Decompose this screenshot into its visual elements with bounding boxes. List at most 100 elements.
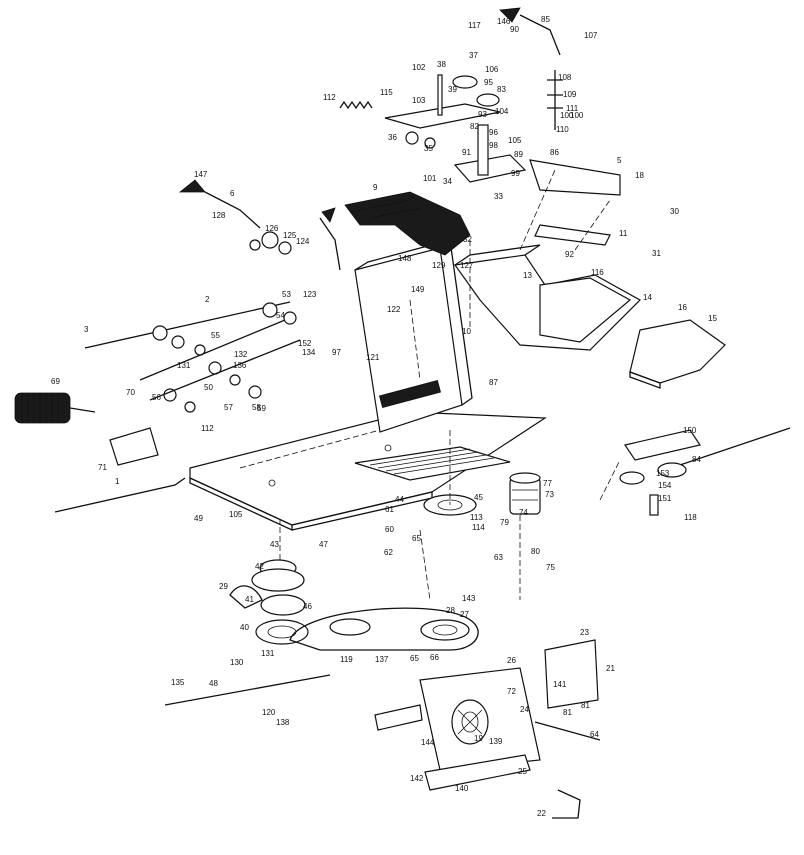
part-number-label: 5 — [617, 156, 622, 165]
part-number-label: 108 — [558, 73, 572, 82]
part-number-label: 58 — [252, 403, 261, 412]
part-number-label: 117 — [468, 21, 481, 30]
part-number-label: 148 — [398, 254, 412, 263]
filter-69 — [14, 392, 96, 424]
part-number-label: 154 — [658, 481, 672, 490]
part-number-label: 36 — [388, 133, 397, 142]
linkage-cluster — [139, 231, 301, 413]
part-number-label: 139 — [489, 737, 503, 746]
part-number-label: 121 — [366, 353, 380, 362]
part-number-label: 80 — [531, 547, 540, 556]
bracket-21 — [544, 639, 599, 709]
bracket-71 — [109, 427, 159, 466]
part-number-label: 92 — [565, 250, 574, 259]
part-number-label: 107 — [584, 31, 598, 40]
part-number-label: 130 — [230, 658, 244, 667]
belt-29 — [289, 607, 479, 651]
part-number-label: 147 — [194, 170, 208, 179]
pulley-stack-left — [229, 559, 309, 645]
part-number-label: 2 — [205, 295, 210, 304]
rod-48 — [164, 674, 331, 706]
part-number-label: 119 — [340, 655, 353, 664]
part-number-label: 151 — [658, 494, 672, 503]
part-number-label: 137 — [375, 655, 389, 664]
part-number-label: 13 — [523, 271, 532, 280]
part-number-label: 149 — [411, 285, 425, 294]
part-number-label: 62 — [384, 548, 393, 557]
part-number-label: 105 — [508, 136, 522, 145]
part-number-label: 98 — [489, 141, 498, 150]
footplate — [354, 446, 511, 481]
bracket-86 — [529, 159, 621, 246]
part-number-label: 100 — [560, 111, 574, 120]
part-number-label: 64 — [590, 730, 599, 739]
part-number-label: 73 — [545, 490, 554, 499]
fender-panel — [629, 319, 726, 389]
part-number-label: 19 — [474, 734, 483, 743]
part-number-label: 56 — [152, 393, 161, 402]
part-number-label: 146 — [497, 17, 511, 26]
part-number-label: 126 — [265, 224, 279, 233]
part-number-label: 24 — [520, 705, 529, 714]
part-number-label: 131 — [261, 649, 275, 658]
part-number-label: 23 — [580, 628, 589, 637]
part-number-label: 90 — [510, 25, 519, 34]
part-number-label: 18 — [635, 171, 644, 180]
part-number-label: 115 — [380, 88, 393, 97]
part-number-label: 3 — [84, 325, 89, 334]
part-number-label: 104 — [495, 107, 509, 116]
part-number-label: 75 — [546, 563, 555, 572]
part-number-label: 93 — [478, 110, 487, 119]
part-number-label: 118 — [684, 513, 697, 522]
part-number-label: 95 — [484, 78, 493, 87]
part-number-label: 39 — [448, 85, 457, 94]
part-number-label: 14 — [643, 293, 652, 302]
part-number-label: 140 — [455, 784, 469, 793]
part-number-label: 91 — [462, 148, 471, 157]
part-number-label: 114 — [472, 523, 485, 532]
part-number-label: 106 — [485, 65, 499, 74]
part-number-label: 59 — [257, 404, 266, 413]
part-number-label: 150 — [683, 426, 697, 435]
part-number-label: 77 — [543, 479, 552, 488]
part-number-label: 50 — [204, 383, 213, 392]
part-number-label: 9 — [373, 183, 378, 192]
part-number-label: 53 — [282, 290, 291, 299]
part-number-label: 103 — [412, 96, 426, 105]
part-number-label: 152 — [298, 339, 312, 348]
part-number-label: 122 — [387, 305, 401, 314]
part-number-label: 138 — [276, 718, 290, 727]
part-number-label: 37 — [469, 51, 478, 60]
part-number-label: 57 — [224, 403, 233, 412]
part-number-label: 112 — [323, 93, 336, 102]
part-number-label: 55 — [211, 331, 220, 340]
part-number-label: 71 — [98, 463, 107, 472]
part-number-label: 6 — [230, 189, 235, 198]
part-number-label: 61 — [385, 505, 394, 514]
lever-8 — [319, 217, 341, 271]
part-number-label: 110 — [556, 125, 569, 134]
part-number-label: 153 — [656, 469, 670, 478]
part-number-label: 81 — [581, 701, 590, 710]
part-number-label: 15 — [708, 314, 717, 323]
part-number-label: 47 — [319, 540, 328, 549]
part-number-label: 40 — [240, 623, 249, 632]
part-number-label: 99 — [511, 169, 520, 178]
part-number-label: 143 — [462, 594, 476, 603]
part-number-label: 31 — [652, 249, 661, 258]
part-number-label: 113 — [470, 513, 483, 522]
part-number-label: 22 — [537, 809, 546, 818]
part-number-label: 35 — [424, 144, 433, 153]
part-number-label: 134 — [302, 348, 316, 357]
part-number-label: 33 — [494, 192, 503, 201]
part-number-label: 27 — [460, 610, 469, 619]
rod-washers — [547, 79, 563, 109]
part-number-label: 97 — [332, 348, 341, 357]
part-number-label: 30 — [670, 207, 679, 216]
part-number-label: 100 — [570, 111, 584, 120]
part-number-label: 21 — [606, 664, 615, 673]
part-number-label: 109 — [563, 90, 577, 99]
part-number-label: 101 — [423, 174, 437, 183]
dashboard-console — [453, 244, 641, 351]
